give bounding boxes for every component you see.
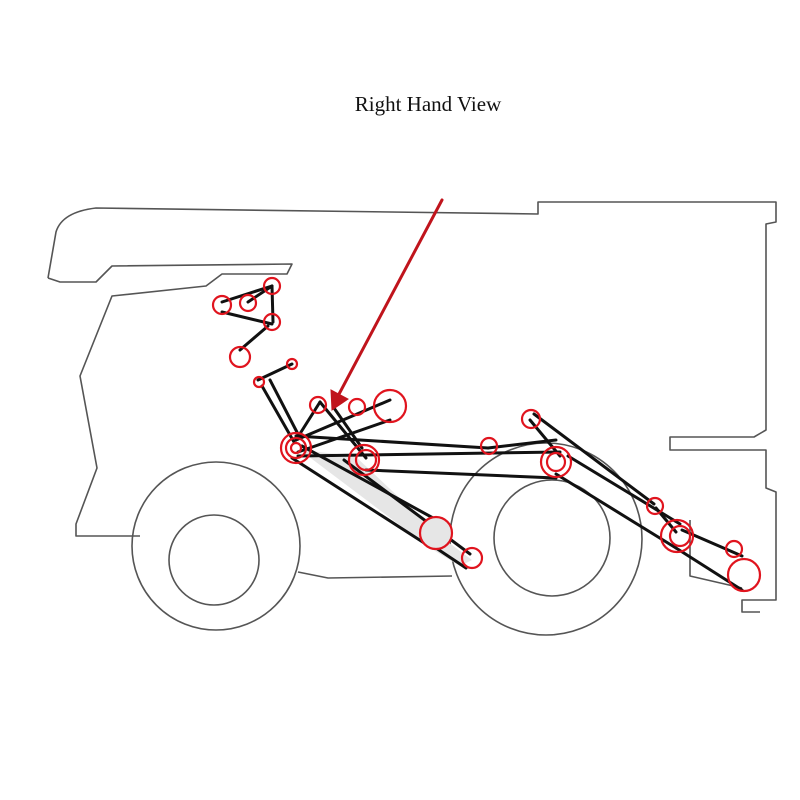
- belt: [260, 384, 296, 444]
- pulley: [262, 276, 282, 296]
- front-tire: [131, 461, 301, 631]
- pulley: [726, 557, 762, 593]
- pulleys: [211, 276, 762, 593]
- pulley: [347, 443, 381, 477]
- belt: [268, 378, 302, 440]
- belt: [290, 456, 434, 550]
- cab-outline: [47, 263, 293, 537]
- front-wheel: [131, 461, 301, 631]
- pulley: [262, 312, 282, 332]
- belt: [554, 472, 678, 550]
- pulley: [211, 294, 233, 316]
- belt: [238, 324, 270, 352]
- pulley: [228, 345, 252, 369]
- pulley: [479, 436, 499, 456]
- pulley: [668, 524, 692, 548]
- pulley: [347, 397, 367, 417]
- pulley: [460, 546, 484, 570]
- belt: [296, 450, 562, 458]
- body-lower-line: [297, 571, 453, 579]
- rear-rim: [493, 479, 611, 597]
- arrow-head: [330, 389, 349, 411]
- pulley: [520, 408, 542, 430]
- pulley: [308, 395, 328, 415]
- pulley: [285, 357, 299, 371]
- pulley: [284, 436, 308, 460]
- belt: [296, 418, 392, 454]
- pulley: [545, 451, 567, 473]
- arrow-shaft: [336, 198, 444, 398]
- belt: [364, 468, 558, 480]
- belt: [434, 546, 468, 570]
- pulley: [238, 293, 258, 313]
- pulley: [252, 375, 266, 389]
- belt: [674, 546, 744, 592]
- belt: [256, 362, 294, 382]
- front-rim: [168, 514, 260, 606]
- pulley: [724, 539, 744, 559]
- belt: [532, 412, 656, 506]
- pulley: [372, 388, 408, 424]
- grain-tank-outline: [47, 201, 777, 613]
- belt: [318, 400, 368, 460]
- pulley: [354, 448, 378, 472]
- pulley: [418, 515, 454, 551]
- belt: [486, 438, 558, 450]
- arrow-pointer-icon: [330, 198, 444, 411]
- combine-harvester-outline-icon: [47, 201, 777, 613]
- pulley: [659, 518, 695, 554]
- pulley: [279, 431, 313, 465]
- belt: [270, 284, 275, 324]
- pulley: [539, 445, 573, 479]
- belt: [246, 284, 274, 304]
- belt: [300, 444, 446, 526]
- pulley: [645, 496, 665, 516]
- diagram-title: Right Hand View: [354, 92, 502, 116]
- belt: [294, 434, 490, 450]
- belt-shaded-area: [300, 450, 472, 566]
- pulley: [289, 441, 303, 455]
